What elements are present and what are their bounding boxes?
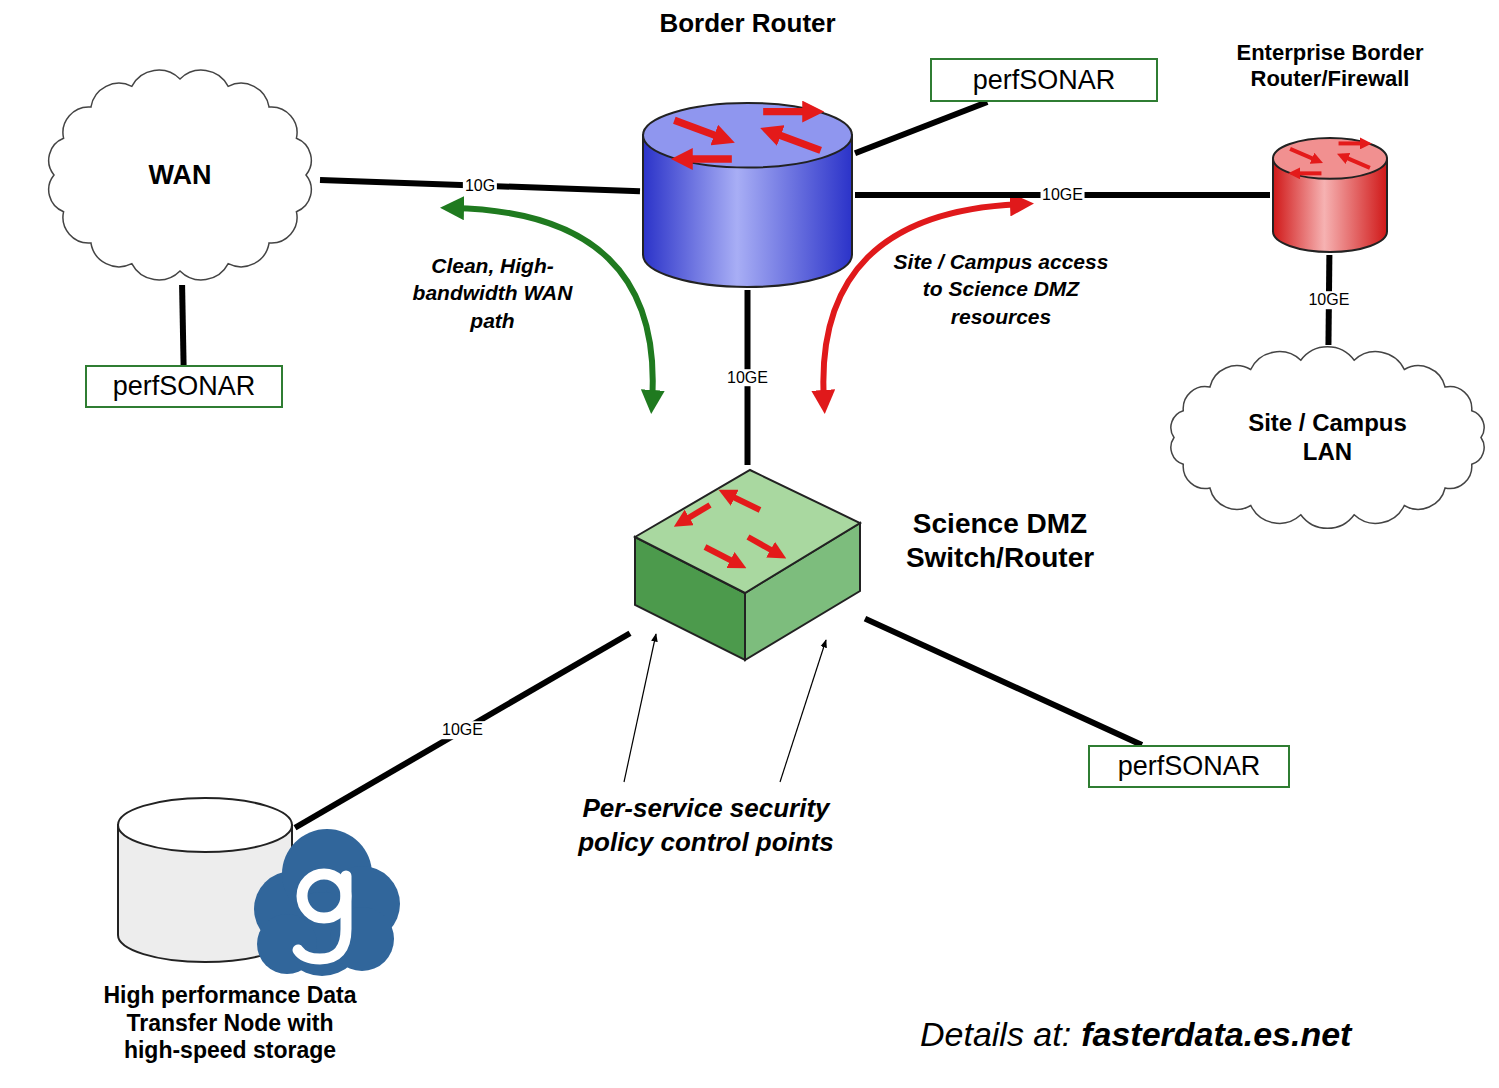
- perfsonar-label: perfSONAR: [1118, 750, 1261, 782]
- perfsonar-label: perfSONAR: [113, 370, 256, 402]
- perfsonar-box: perfSONAR: [1088, 745, 1290, 788]
- routerRed-node: Enterprise Border Router/Firewall: [1195, 40, 1465, 260]
- link-speed: 10GE: [1306, 291, 1351, 309]
- perfsonar-box: perfSONAR: [930, 58, 1158, 102]
- wan-path-arrow: [452, 208, 653, 402]
- network-link: [855, 102, 987, 153]
- router-shape: [640, 100, 855, 290]
- network-link: [182, 285, 184, 365]
- node-label: Science DMZ Switch/Router: [880, 507, 1120, 574]
- footer-note: Details at: fasterdata.es.net: [920, 1015, 1351, 1054]
- node-label: High performance Data Transfer Node with…: [85, 982, 375, 1065]
- cloud-node: WAN: [40, 65, 320, 285]
- node-label: WAN: [80, 159, 280, 191]
- link-speed: 10GE: [440, 722, 485, 740]
- globus-logo: [252, 814, 402, 984]
- link-speed: 10GE: [1040, 186, 1085, 204]
- annotation: Per-service security policy control poin…: [575, 792, 837, 860]
- router-node: Border Router: [625, 8, 870, 292]
- leader-line: [624, 634, 656, 782]
- link-speed: 10GE: [725, 369, 770, 387]
- perfsonar-box: perfSONAR: [85, 365, 283, 408]
- perfsonar-label: perfSONAR: [973, 64, 1116, 96]
- footer-link: fasterdata.es.net: [1081, 1015, 1351, 1053]
- routerRed-shape: [1270, 135, 1390, 255]
- link-speed: 10G: [463, 177, 497, 195]
- campus-access-arrow: [823, 204, 1022, 402]
- annotation: Clean, High-bandwidth WAN path: [400, 252, 585, 334]
- switch-node: Science DMZ Switch/Router: [630, 465, 1120, 665]
- footer-text: Details at:: [920, 1015, 1071, 1053]
- cloud-node: Site / Campus LAN: [1160, 345, 1495, 530]
- switch-shape: [630, 465, 865, 665]
- annotation: Site / Campus access to Science DMZ reso…: [885, 248, 1117, 330]
- dtn-node: High performance Data Transfer Node with…: [40, 792, 420, 1084]
- network-link: [295, 633, 630, 828]
- node-label: Enterprise Border Router/Firewall: [1195, 40, 1465, 93]
- leader-line: [780, 640, 826, 782]
- network-link: [865, 619, 1142, 745]
- node-label: Border Router: [625, 8, 870, 39]
- node-label: Site / Campus LAN: [1228, 409, 1428, 467]
